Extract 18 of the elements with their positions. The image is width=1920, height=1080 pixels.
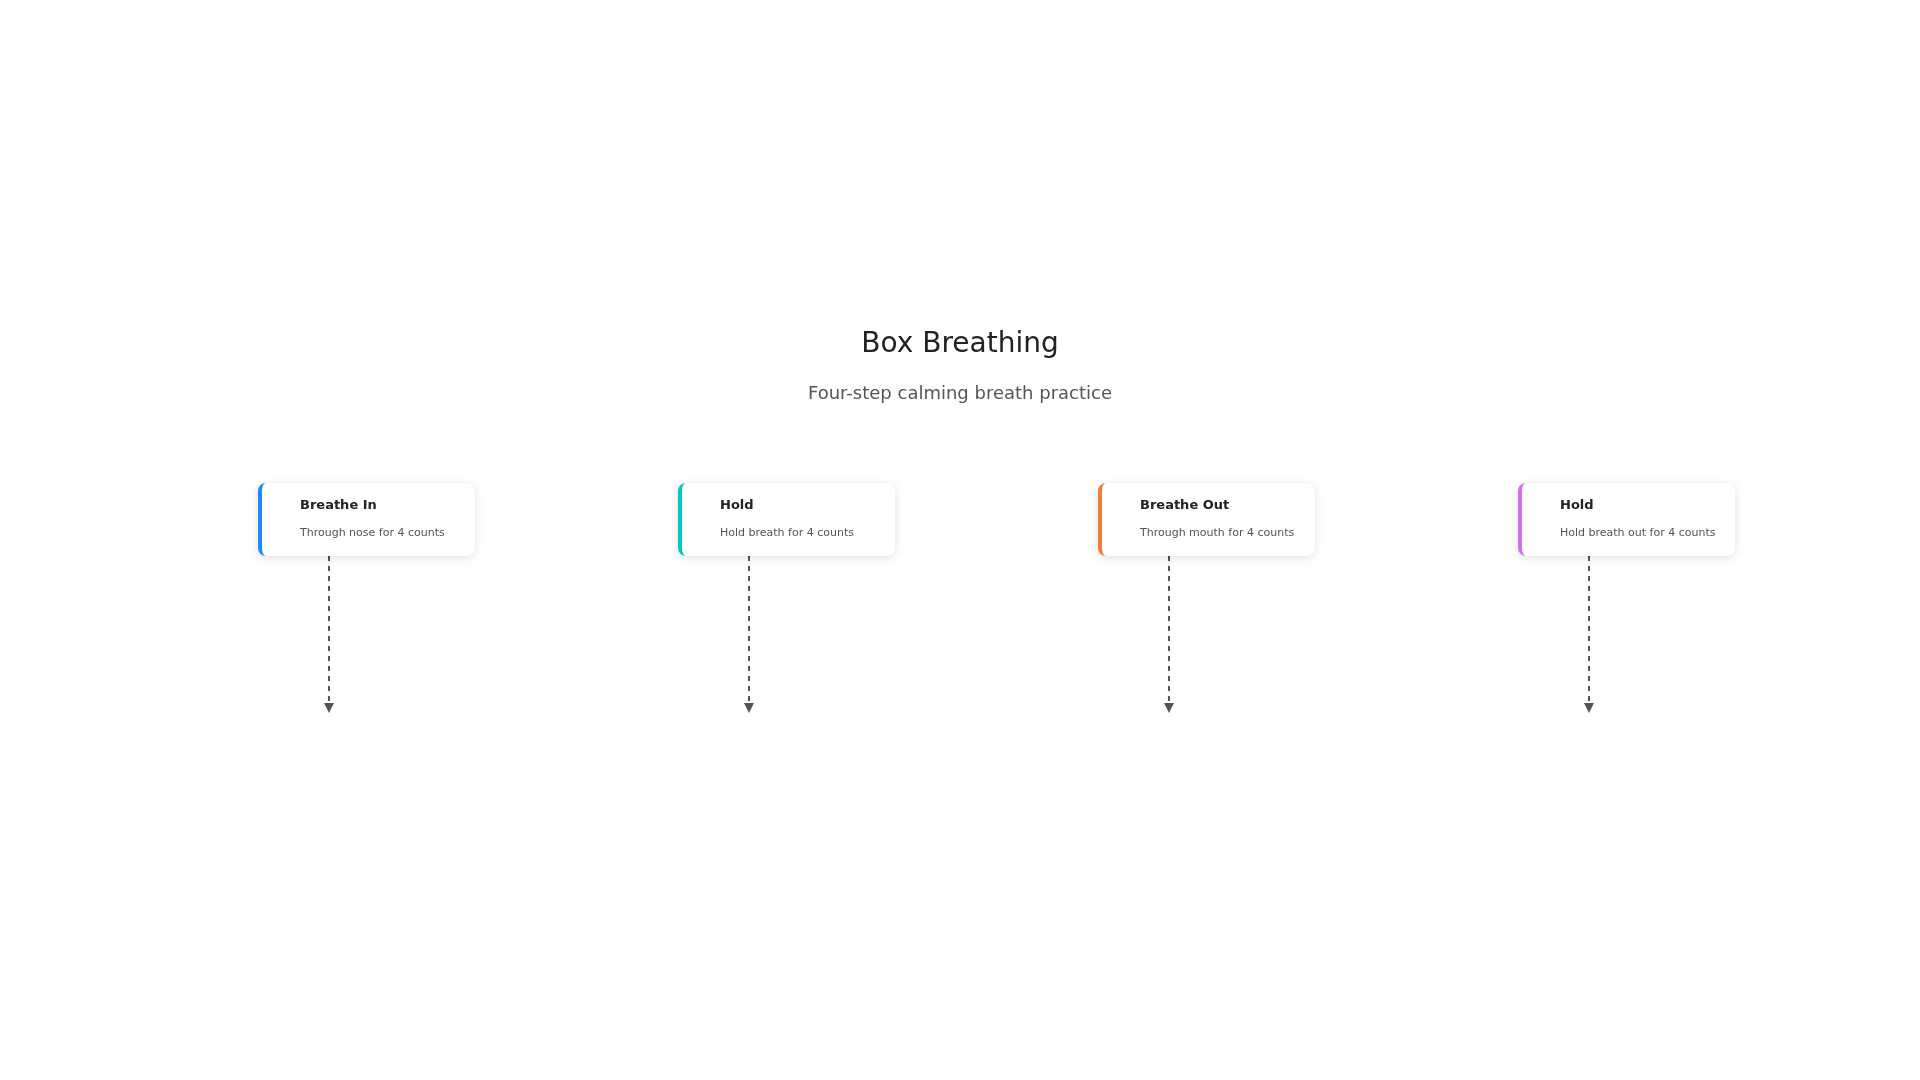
step-title: Breathe Out xyxy=(1140,496,1231,514)
step-description: Hold breath out for 4 counts xyxy=(1560,524,1717,541)
step-description: Through mouth for 4 counts xyxy=(1140,524,1296,541)
step-title: Hold xyxy=(1560,496,1595,514)
step-card xyxy=(1098,483,1315,556)
step-description: Hold breath for 4 counts xyxy=(720,524,855,541)
step-card xyxy=(1518,483,1735,556)
diagram-title: Box Breathing xyxy=(861,325,1059,361)
step-card xyxy=(678,483,895,556)
dashed-arrow xyxy=(324,555,334,713)
step-title: Hold xyxy=(720,496,755,514)
dashed-arrow xyxy=(1164,555,1174,713)
step-description: Through nose for 4 counts xyxy=(300,524,446,541)
step-title: Breathe In xyxy=(300,496,378,514)
dashed-arrow xyxy=(1584,555,1594,713)
step-card xyxy=(258,483,475,556)
dashed-arrow xyxy=(744,555,754,713)
subtitle: Four-step calming breath practice xyxy=(807,381,1113,405)
